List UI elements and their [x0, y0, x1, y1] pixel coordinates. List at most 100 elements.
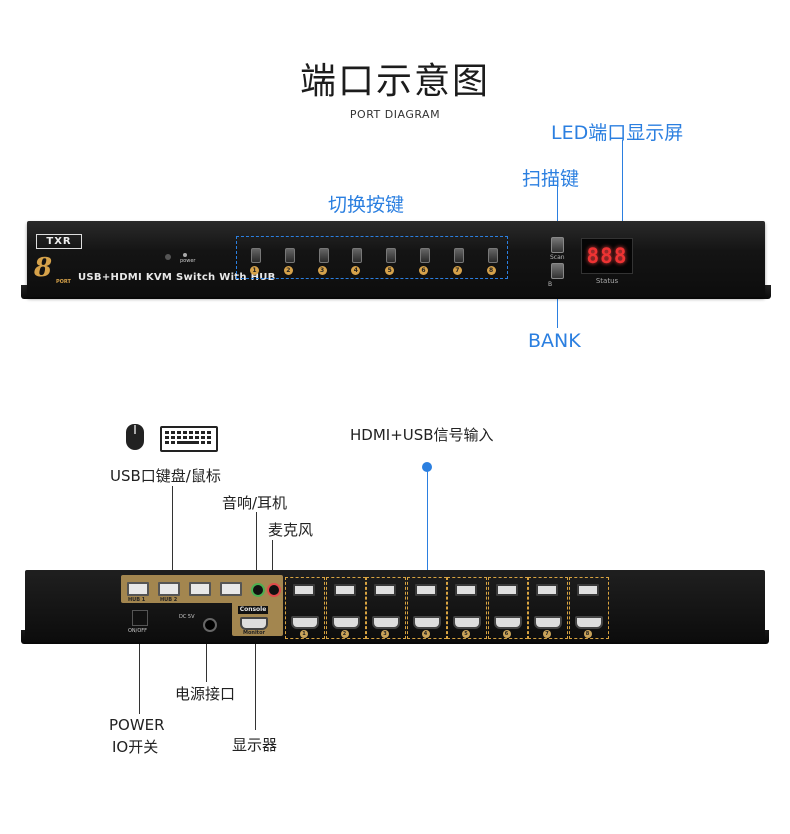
- input-channel-number: 1: [300, 630, 308, 638]
- port-select-button[interactable]: [251, 248, 261, 263]
- input-channel-group: [366, 577, 406, 639]
- input-hdmi-port[interactable]: [331, 616, 360, 629]
- port-select-button[interactable]: [386, 248, 397, 263]
- port-select-button[interactable]: [487, 248, 498, 263]
- input-usb-port[interactable]: [293, 584, 315, 596]
- port-select-number: 6: [419, 266, 428, 275]
- port-select-number: 7: [452, 266, 462, 275]
- input-channel-number: 7: [543, 630, 551, 638]
- port-select-number: 5: [385, 266, 395, 275]
- power-switch-label-line1: POWER: [109, 716, 165, 734]
- mouse-icon: [126, 424, 144, 450]
- input-channel-number: 8: [583, 630, 592, 638]
- console-monitor-hdmi-port[interactable]: [240, 617, 268, 630]
- input-hdmi-port[interactable]: [412, 616, 441, 629]
- input-channel-group: [285, 577, 325, 639]
- input-channel-group: [447, 577, 487, 639]
- input-usb-port[interactable]: [374, 584, 396, 596]
- input-usb-port[interactable]: [495, 584, 518, 596]
- input-channel-number: 2: [340, 630, 349, 638]
- port-select-button[interactable]: [284, 248, 295, 263]
- input-channel-number: 6: [502, 630, 511, 638]
- bank-label: BANK: [528, 330, 581, 352]
- hub1-label: HUB 1: [128, 597, 146, 603]
- status-label: Status: [595, 277, 619, 285]
- port-select-number: 8: [486, 266, 496, 275]
- usb-keyboard-mouse-label: USB口键盘/鼠标: [110, 467, 221, 485]
- hdmi-usb-input-label: HDMI+USB信号输入: [350, 426, 494, 444]
- input-channel-group: [568, 577, 609, 639]
- input-hdmi-port[interactable]: [574, 616, 603, 629]
- hub2-usb-port[interactable]: [158, 582, 180, 596]
- mic-connector-line: [272, 540, 273, 578]
- led-connector-line: [622, 140, 623, 232]
- console-label: Console: [238, 606, 268, 614]
- console-mouse-usb-port[interactable]: [189, 582, 211, 596]
- audio-headphone-label: 音响/耳机: [222, 494, 288, 512]
- scan-key-label: 扫描键: [522, 168, 580, 190]
- bank-connector-line: [557, 288, 558, 328]
- model-name: USB+HDMI KVM Switch With HUB: [78, 272, 276, 283]
- keyboard-icon: [160, 426, 218, 452]
- console-keyboard-usb-port[interactable]: [220, 582, 242, 596]
- port-select-button[interactable]: [318, 248, 329, 263]
- port-select-number: 2: [283, 266, 293, 275]
- input-channel-number: 5: [462, 630, 470, 638]
- page-subtitle: PORT DIAGRAM: [349, 108, 441, 121]
- input-usb-port[interactable]: [333, 584, 356, 596]
- port-count: 8: [34, 253, 53, 283]
- power-led-label: power: [180, 258, 196, 264]
- power-jack-label: 电源接口: [175, 685, 236, 703]
- monitor-port-label: Monitor: [243, 630, 265, 636]
- input-hdmi-port[interactable]: [493, 616, 522, 629]
- power-switch-connector-line: [139, 640, 140, 714]
- port-select-button[interactable]: [420, 248, 430, 263]
- microphone-label: 麦克风: [268, 521, 314, 539]
- port-select-button[interactable]: [352, 248, 363, 263]
- led-display-label: LED端口显示屏: [551, 122, 684, 144]
- port-select-button[interactable]: [453, 248, 464, 263]
- monitor-label: 显示器: [232, 736, 278, 754]
- page-title: 端口示意图: [299, 61, 490, 102]
- input-channel-group: [487, 577, 528, 639]
- port-select-number: 1: [250, 266, 259, 275]
- port-select-number: 4: [351, 266, 361, 275]
- power-led: [165, 254, 171, 260]
- hub1-usb-port[interactable]: [127, 582, 149, 596]
- audio-jack[interactable]: [251, 583, 265, 597]
- input-usb-port[interactable]: [576, 584, 599, 596]
- power-led-indicator: [183, 253, 187, 257]
- input-usb-port[interactable]: [414, 584, 437, 596]
- input-hdmi-port[interactable]: [291, 616, 319, 629]
- bank-button-label: B: [548, 281, 553, 288]
- bank-button[interactable]: [551, 263, 564, 279]
- input-hdmi-port[interactable]: [534, 616, 562, 629]
- port-select-number: 3: [317, 266, 327, 275]
- dc-power-jack[interactable]: [203, 618, 217, 632]
- input-usb-port[interactable]: [455, 584, 477, 596]
- input-channel-group: [528, 577, 568, 639]
- on-off-label: ON/OFF: [128, 628, 148, 634]
- mic-jack[interactable]: [267, 583, 281, 597]
- led-display: 888: [581, 238, 633, 274]
- dc-label: DC 5V: [179, 614, 195, 620]
- mouse-wheel-line: [134, 425, 136, 434]
- scan-button-label: Scan: [550, 254, 565, 261]
- usb-connector-line: [172, 486, 173, 586]
- scan-connector-line: [557, 186, 558, 232]
- input-hdmi-port[interactable]: [372, 616, 400, 629]
- scan-button[interactable]: [551, 237, 564, 253]
- input-channel-group: [325, 577, 366, 639]
- audio-connector-line: [256, 512, 257, 578]
- input-channel-number: 3: [381, 630, 389, 638]
- power-switch[interactable]: [132, 610, 148, 626]
- input-channel-number: 4: [421, 630, 430, 638]
- hdmi-input-connector-dot: [422, 462, 432, 472]
- input-hdmi-port[interactable]: [453, 616, 481, 629]
- monitor-connector-line: [255, 640, 256, 730]
- port-word: PORT: [56, 279, 71, 285]
- power-jack-connector-line: [206, 628, 207, 682]
- switch-buttons-label: 切换按键: [328, 194, 405, 216]
- input-usb-port[interactable]: [536, 584, 558, 596]
- input-channel-group: [406, 577, 447, 639]
